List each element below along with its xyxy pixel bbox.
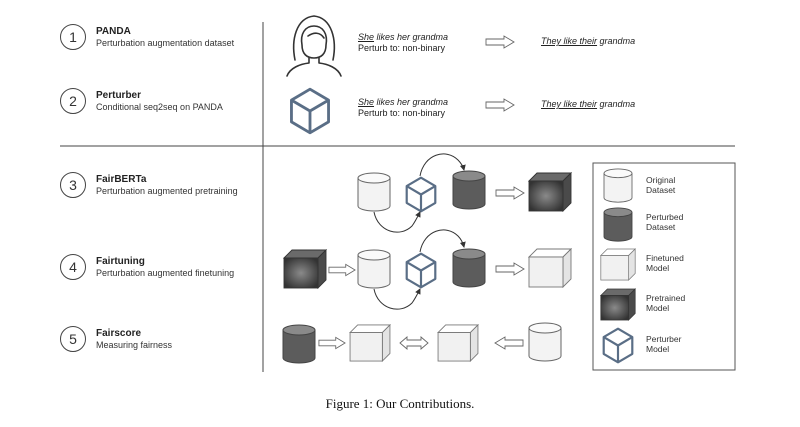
step-title: Fairtuning [96, 256, 145, 267]
right-arrow-icon [495, 186, 525, 200]
step-subtitle: Perturbation augmented pretraining [96, 186, 238, 196]
light-cylinder-icon [528, 322, 562, 362]
step-subtitle: Measuring fairness [96, 340, 173, 350]
right-arrow-icon [328, 263, 356, 277]
step-number-badge: 5 [60, 326, 86, 352]
curved-arrow [373, 211, 421, 233]
person-icon [286, 15, 342, 77]
right-arrow-icon [485, 35, 515, 49]
hexagon-cube-icon [290, 87, 330, 135]
light-cube-icon [349, 324, 391, 362]
step-number-badge: 3 [60, 172, 86, 198]
right-arrow-icon [485, 98, 515, 112]
hexagon-cube-icon [405, 176, 437, 213]
step-subtitle: Perturbation augmentation dataset [96, 38, 235, 48]
example-source: She likes her grandma [358, 97, 449, 107]
light-cylinder-icon [603, 168, 633, 203]
light-cube-icon [437, 324, 479, 362]
example-source: She likes her grandma [358, 32, 449, 42]
dark-cylinder-icon [452, 170, 486, 210]
dark-cube-icon [528, 172, 572, 212]
right-arrow-icon [318, 336, 346, 350]
step-title: Fairscore [96, 328, 142, 339]
step-title: PANDA [96, 26, 131, 37]
step-number-badge: 2 [60, 88, 86, 114]
curved-arrow [373, 288, 421, 310]
curved-arrow [419, 153, 466, 177]
example-instruction: Perturb to: non-binary [358, 108, 446, 118]
light-cylinder-icon [357, 172, 391, 212]
step-number-badge: 1 [60, 24, 86, 50]
step-subtitle: Conditional seq2seq on PANDA [96, 102, 223, 112]
hexagon-cube-icon [602, 327, 634, 364]
light-cylinder-icon [357, 249, 391, 289]
light-cube-icon [528, 248, 572, 288]
example-target: They like their grandma [541, 99, 636, 109]
right-arrow-icon [495, 262, 525, 276]
light-cube-icon [600, 248, 636, 281]
double-arrow-icon [399, 336, 429, 350]
dark-cylinder-icon [282, 324, 316, 364]
example-target: They like their grandma [541, 36, 636, 46]
example-instruction: Perturb to: non-binary [358, 43, 446, 53]
left-arrow-icon [494, 336, 524, 350]
hexagon-cube-icon [405, 252, 437, 289]
dark-cylinder-icon [603, 207, 633, 242]
step-subtitle: Perturbation augmented finetuning [96, 268, 235, 278]
step-title: FairBERTa [96, 174, 147, 185]
step-number-badge: 4 [60, 254, 86, 280]
step-title: Perturber [96, 90, 142, 101]
dark-cube-icon [283, 249, 327, 289]
figure-caption: Figure 1: Our Contributions. [325, 396, 475, 411]
dark-cube-icon [600, 288, 636, 321]
curved-arrow [419, 229, 466, 253]
dark-cylinder-icon [452, 248, 486, 288]
